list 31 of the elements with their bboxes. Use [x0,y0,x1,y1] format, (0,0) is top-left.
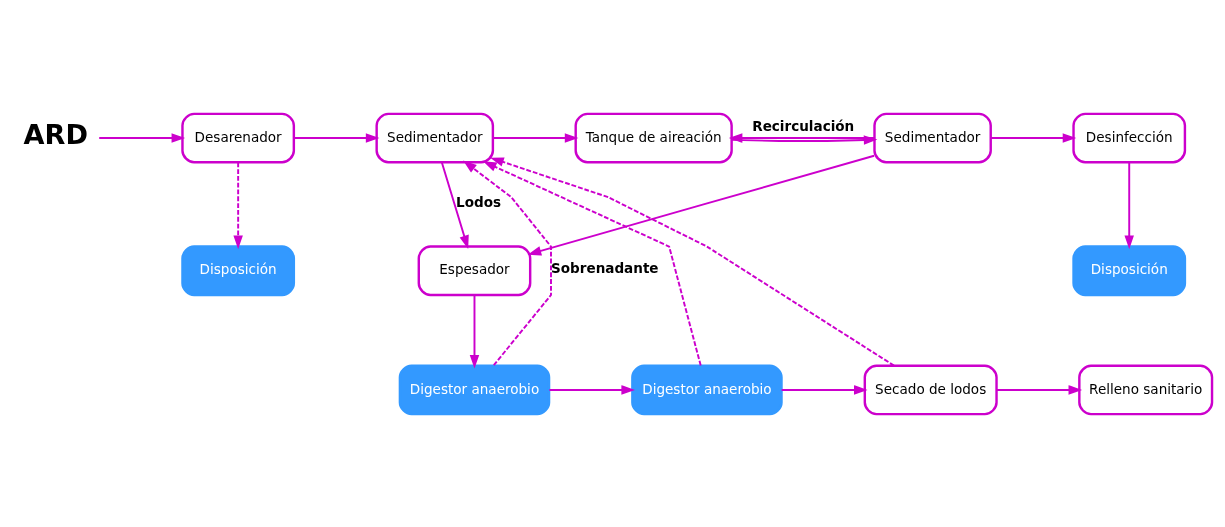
arrow [995,384,1083,395]
arrow [293,132,380,143]
node-box: Disposición [1072,244,1187,296]
arrow [463,160,552,366]
node-box: Digestor anaerobio [398,364,551,415]
arrow [548,384,635,395]
node-box: Sedimentador [375,112,495,163]
edge-label: Sobrenadante [551,259,659,276]
arrow [440,160,469,249]
node-box: Disposición [181,244,296,296]
arrow [490,156,895,367]
arrow [989,132,1077,143]
arrow [492,132,579,143]
node-box: Espesador [417,244,532,296]
arrow [1124,160,1134,249]
arrow [482,160,702,366]
node-box: Digestor anaerobio [631,364,783,415]
node-box: Desarenador [181,112,296,163]
node-box: Tanque de aireación [574,112,733,163]
edge-label: Lodos [456,193,502,210]
arrow [527,154,876,255]
arrow [233,160,243,249]
node-text: ARD [23,118,88,150]
node-box: Sedimentador [873,112,992,163]
node-box: Relleno sanitario [1078,364,1214,415]
node-box: Desinfección [1072,112,1187,163]
arrow [98,132,186,143]
arrow [780,384,868,395]
node-box: Secado de lodos [863,364,998,415]
edge-label: Recirculación [752,117,855,134]
arrow [469,293,480,368]
